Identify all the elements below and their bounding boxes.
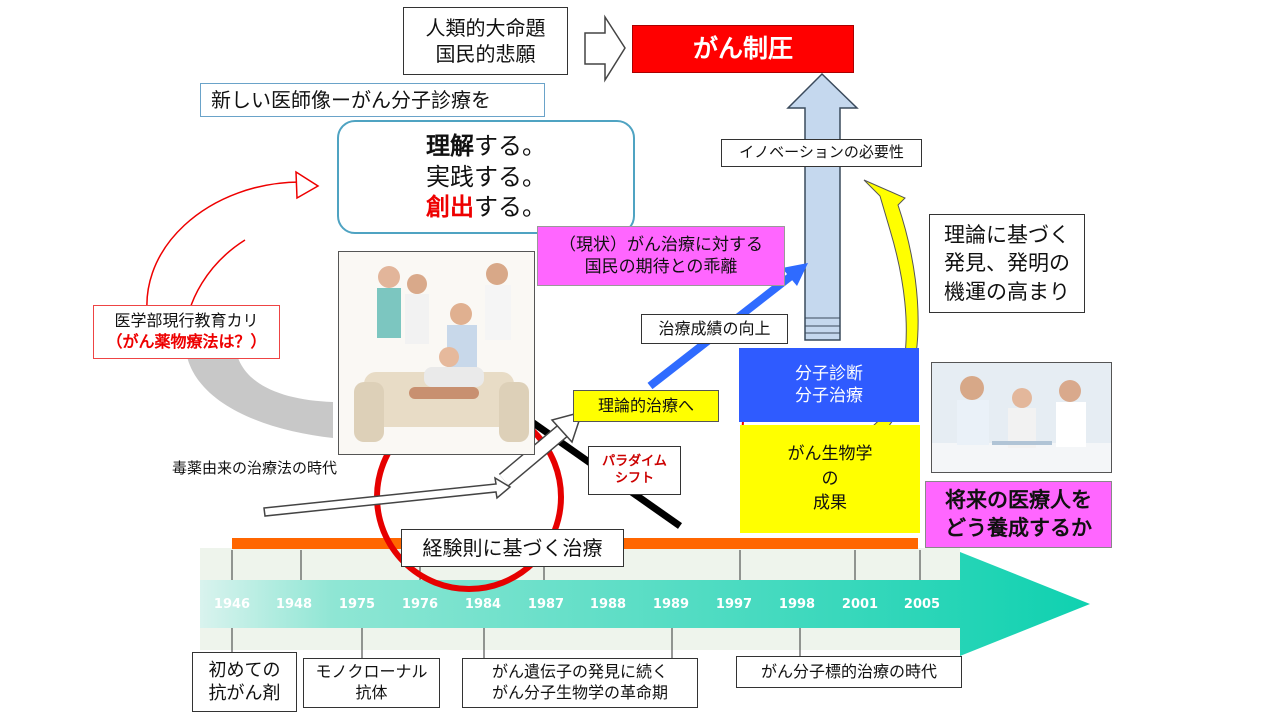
oncogene-line2: がん分子生物学の革命期 (491, 683, 668, 702)
monoclonal-line2: 抗体 (355, 683, 388, 702)
grey-curve-arrow (185, 340, 333, 438)
understand-bold: 理解 (426, 131, 474, 160)
first-drug-line1: 初めての (208, 659, 281, 681)
year-label: 1948 (275, 597, 313, 612)
meeting-photo (931, 362, 1112, 473)
monoclonal-antibody-box: モノクローナル 抗体 (303, 658, 440, 708)
year-label: 1984 (464, 597, 502, 612)
molecular-diagnosis-box: 分子診断 分子治療 (739, 348, 919, 422)
future-line2: どう養成するか (945, 515, 1092, 540)
create-line: 創出する。 (426, 192, 546, 223)
paradigm-line1: パラダイム (602, 453, 667, 469)
year-label: 1989 (652, 597, 690, 612)
biology-line2: の (821, 468, 839, 489)
gap-line2: 国民の期待との乖離 (584, 257, 738, 277)
molecular-line1: 分子診断 (795, 363, 863, 384)
gap-line1: （現状）がん治療に対する (559, 234, 763, 255)
year-label: 2001 (841, 597, 879, 612)
biology-line3: 成果 (813, 493, 847, 514)
curriculum-line2: （がん薬物療法は？） (106, 332, 267, 351)
proposition-box: 人類的大命題 国民的悲願 (403, 7, 568, 75)
proposition-line2: 国民的悲願 (435, 42, 536, 66)
molecular-line2: 分子治療 (795, 386, 863, 406)
paradigm-line2: シフト (614, 470, 654, 486)
theory-line3: 機運の高まり (944, 279, 1070, 304)
blue-arrow-head (782, 263, 808, 286)
up-arrow-stripes (805, 317, 840, 334)
create-rest: する。 (474, 193, 546, 222)
first-anticancer-drug-box: 初めての 抗がん剤 (192, 652, 297, 712)
new-doctor-banner: 新しい医師像ーがん分子診療を (200, 83, 545, 117)
create-red: 創出 (426, 193, 474, 222)
monoclonal-line1: モノクローナル (315, 662, 428, 682)
timeline-arrow (200, 552, 1090, 656)
theory-line1: 理論に基づく (944, 222, 1070, 247)
medical-team-photo (338, 251, 535, 455)
understand-practice-create-box: 理解する。 実践する。 創出する。 (337, 120, 635, 234)
expectation-gap-box: （現状）がん治療に対する 国民の期待との乖離 (537, 226, 785, 286)
innovation-box: イノベーションの必要性 (721, 139, 922, 167)
proposition-line1: 人類的大命題 (425, 16, 546, 40)
targeted-therapy-box: がん分子標的治療の時代 (736, 656, 962, 688)
year-label: 1975 (338, 597, 376, 612)
hollow-long-arrow (263, 476, 512, 517)
red-curve-arrow (146, 181, 306, 331)
hollow-right-arrow (584, 14, 626, 83)
oncogene-line1: がん遺伝子の発見に続く (491, 662, 668, 682)
empirical-treatment-box: 経験則に基づく治療 (401, 529, 624, 567)
curriculum-line1: 医学部現行教育カリ (114, 311, 259, 331)
biology-line1: がん生物学 (787, 444, 873, 465)
poison-era-label: 毒薬由来の治療法の時代 (172, 459, 338, 477)
future-line1: 将来の医療人を (945, 488, 1092, 513)
oncogene-revolution-box: がん遺伝子の発見に続く がん分子生物学の革命期 (462, 658, 698, 708)
understand-rest: する。 (474, 131, 546, 160)
year-label: 1998 (778, 597, 816, 612)
paradigm-shift-box: パラダイム シフト (588, 446, 681, 495)
theory-momentum-box: 理論に基づく 発見、発明の 機運の高まり (929, 214, 1085, 313)
year-label: 1988 (589, 597, 627, 612)
year-label: 2005 (903, 597, 941, 612)
curriculum-box: 医学部現行教育カリ （がん薬物療法は？） (93, 305, 280, 359)
cancer-biology-box: がん生物学 の 成果 (740, 425, 920, 533)
big-up-arrow (786, 72, 859, 341)
year-label: 1987 (527, 597, 565, 612)
first-drug-line2: 抗がん剤 (208, 683, 281, 704)
understand-line: 理解する。 (426, 131, 546, 162)
year-label: 1946 (213, 597, 251, 612)
toward-theory-box: 理論的治療へ (573, 390, 719, 422)
year-label: 1976 (401, 597, 439, 612)
timeline-lower-band (200, 628, 960, 650)
outcome-improve-box: 治療成績の向上 (641, 314, 788, 344)
goal-box: がん制圧 (632, 25, 854, 73)
future-training-box: 将来の医療人を どう養成するか (925, 481, 1112, 548)
practice-line: 実践する。 (426, 162, 546, 191)
theory-line2: 発見、発明の (944, 251, 1070, 276)
year-label: 1997 (715, 597, 753, 612)
